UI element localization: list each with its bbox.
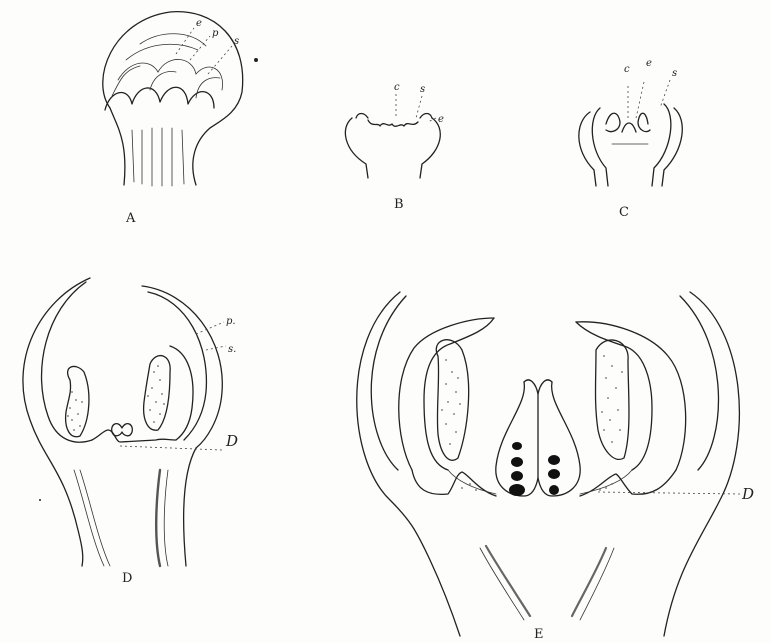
figure-b-label-e: e — [438, 114, 444, 125]
figure-a-caption: A — [125, 211, 136, 226]
figure-b-caption: B — [394, 197, 404, 212]
figure-b-label-c: c — [394, 82, 400, 93]
figure-b-section-drawing — [345, 94, 440, 178]
figure-d-section-drawing — [23, 278, 226, 566]
figure-a-label-p: p — [212, 28, 219, 39]
figure-c-caption: C — [619, 205, 629, 220]
figure-d-label-D: D — [225, 432, 238, 450]
figure-e-caption: E — [534, 627, 544, 642]
figure-a-label-s: s — [234, 36, 239, 47]
figure-a-label-e: e — [196, 18, 202, 29]
figure-d-label-s: s. — [228, 344, 236, 355]
figure-c-label-s: s — [672, 68, 677, 79]
figure-e-section-drawing — [357, 292, 740, 636]
figure-c-label-e: e — [646, 58, 652, 69]
figure-d-caption: D — [122, 571, 132, 586]
figure-c-label-c: c — [624, 64, 630, 75]
figure-d-label-p: p. — [226, 316, 236, 327]
figure-c-section-drawing — [579, 80, 682, 186]
figure-b-label-s: s — [420, 84, 425, 95]
figure-e-label-D: D — [741, 485, 754, 503]
